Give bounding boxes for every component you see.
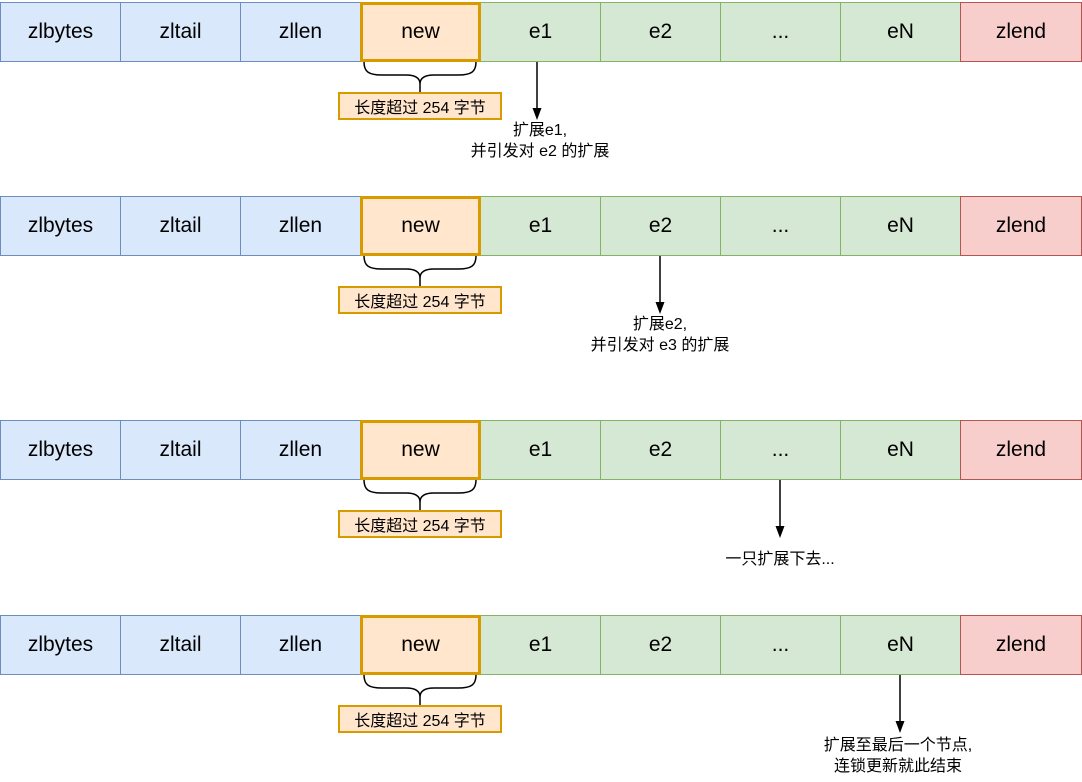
curly-brace-icon [363, 480, 477, 511]
cell-zltail: zltail [120, 615, 241, 675]
cell-new: new [360, 2, 481, 62]
cell-zlend: zlend [960, 615, 1082, 675]
cell-zllen: zllen [240, 2, 361, 62]
ziplist-row-2: zlbytes zltail zllen new e1 e2 ... eN zl… [0, 196, 1082, 256]
cell-e1: e1 [480, 196, 601, 256]
annotation-line: 扩展至最后一个节点, [823, 737, 973, 754]
down-arrow-icon [895, 675, 905, 733]
annotation-line: 并引发对 e3 的扩展 [590, 337, 730, 354]
cell-zlend: zlend [960, 420, 1082, 480]
annotation-line: 一只扩展下去... [725, 551, 835, 568]
cell-e2: e2 [600, 196, 721, 256]
cell-eN: eN [840, 420, 961, 480]
cell-eN: eN [840, 196, 961, 256]
down-arrow-icon [532, 62, 542, 120]
cell-ellipsis: ... [720, 196, 841, 256]
curly-brace-icon [363, 675, 477, 706]
down-arrow-icon [775, 480, 785, 538]
cell-zlbytes: zlbytes [0, 2, 121, 62]
annotation-text: 扩展至最后一个节点, 连锁更新就此结束 [824, 735, 972, 777]
cell-zltail: zltail [120, 420, 241, 480]
cell-e2: e2 [600, 420, 721, 480]
cell-zlend: zlend [960, 196, 1082, 256]
cell-new: new [360, 196, 481, 256]
cell-e1: e1 [480, 420, 601, 480]
cell-e1: e1 [480, 615, 601, 675]
cell-zltail: zltail [120, 2, 241, 62]
cell-ellipsis: ... [720, 615, 841, 675]
cell-zllen: zllen [240, 615, 361, 675]
curly-brace-icon [363, 62, 477, 93]
curly-brace-icon [363, 256, 477, 287]
annotation-line: 连锁更新就此结束 [833, 758, 963, 775]
cell-zllen: zllen [240, 420, 361, 480]
cell-ellipsis: ... [720, 420, 841, 480]
cell-ellipsis: ... [720, 2, 841, 62]
callout-length-label: 长度超过 254 字节 [338, 92, 502, 120]
cell-new: new [360, 615, 481, 675]
cell-e1: e1 [480, 2, 601, 62]
annotation-text: 一只扩展下去... [725, 549, 834, 570]
cell-zlbytes: zlbytes [0, 196, 121, 256]
annotation-line: 扩展e1, [512, 122, 568, 139]
cell-zlbytes: zlbytes [0, 615, 121, 675]
down-arrow-icon [655, 256, 665, 314]
cell-e2: e2 [600, 2, 721, 62]
cell-zlbytes: zlbytes [0, 420, 121, 480]
cell-e2: e2 [600, 615, 721, 675]
cell-zlend: zlend [960, 2, 1082, 62]
ziplist-row-3: zlbytes zltail zllen new e1 e2 ... eN zl… [0, 420, 1082, 480]
cell-eN: eN [840, 615, 961, 675]
cell-zltail: zltail [120, 196, 241, 256]
callout-length-label: 长度超过 254 字节 [338, 510, 502, 538]
callout-length-label: 长度超过 254 字节 [338, 705, 502, 733]
cell-eN: eN [840, 2, 961, 62]
annotation-text: 扩展e2, 并引发对 e3 的扩展 [591, 314, 730, 356]
cell-new: new [360, 420, 481, 480]
annotation-line: 扩展e2, [632, 316, 688, 333]
annotation-text: 扩展e1, 并引发对 e2 的扩展 [471, 120, 610, 162]
annotation-line: 并引发对 e2 的扩展 [470, 143, 610, 160]
ziplist-row-1: zlbytes zltail zllen new e1 e2 ... eN zl… [0, 2, 1082, 62]
cell-zllen: zllen [240, 196, 361, 256]
callout-length-label: 长度超过 254 字节 [338, 286, 502, 314]
ziplist-row-4: zlbytes zltail zllen new e1 e2 ... eN zl… [0, 615, 1082, 675]
